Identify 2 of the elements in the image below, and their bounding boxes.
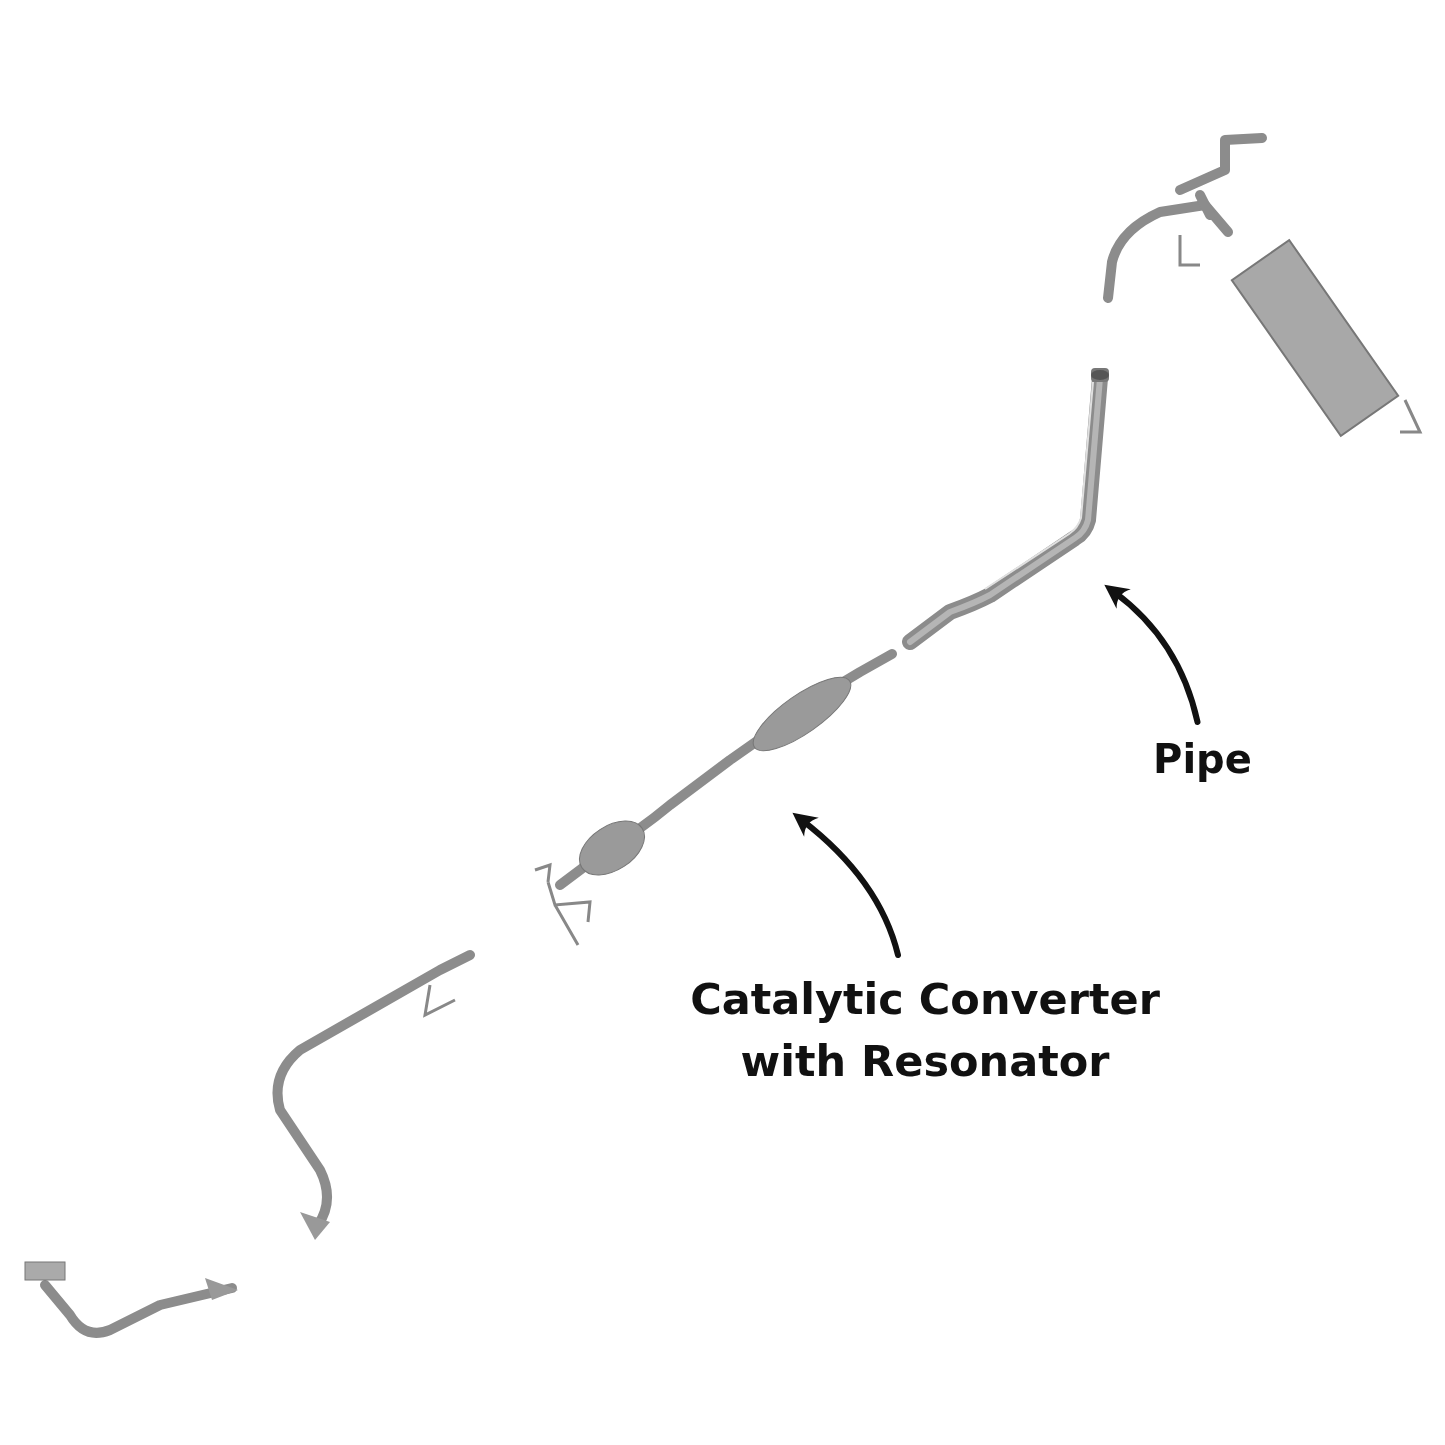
callout-label: Catalytic Converter with Resonator — [675, 968, 1175, 1098]
callout-label: Pipe — [1140, 730, 1265, 792]
